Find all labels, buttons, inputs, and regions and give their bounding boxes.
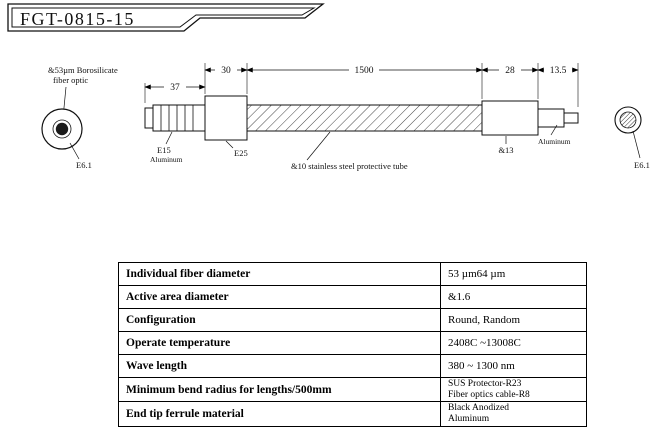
- spec-label: Wave length: [118, 354, 441, 378]
- table-row: Wave length 380 ~ 1300 nm: [118, 354, 587, 378]
- spec-label: Minimum bend radius for lengths/500mm: [118, 376, 441, 403]
- spec-label: End tip ferrule material: [118, 401, 441, 427]
- spec-value-line1: Black Anodized: [448, 403, 509, 414]
- tube-note-label: &10 stainless steel protective tube: [291, 161, 408, 171]
- spec-value: 380 ~ 1300 nm: [440, 354, 587, 378]
- left-end-diameter-label: E6.1: [76, 160, 92, 170]
- dim-30: 30: [221, 66, 231, 76]
- dimensions: 37 30 1500 28 13.5: [144, 64, 579, 93]
- ferrule-diameter-label: E15: [157, 145, 171, 155]
- protective-tube: [246, 104, 483, 132]
- ferrule-material-label: Aluminum: [150, 155, 183, 164]
- right-end-diameter-label: E6.1: [634, 160, 650, 170]
- spec-value: Round, Random: [440, 308, 587, 332]
- table-row: Minimum bend radius for lengths/500mm SU…: [118, 376, 587, 403]
- flange: [204, 95, 248, 141]
- spec-value-line1: SUS Protector-R23: [448, 379, 522, 389]
- spec-label: Operate temperature: [118, 331, 441, 355]
- knurl-lines: [160, 105, 194, 131]
- left-end-view: E6.1: [41, 108, 92, 170]
- title-block: FGT-0815-15: [7, 3, 325, 32]
- spec-label: Individual fiber diameter: [118, 262, 441, 286]
- dim-13-5: 13.5: [550, 66, 567, 76]
- table-row: Active area diameter &1.6: [118, 285, 587, 309]
- cable-assembly: [144, 95, 579, 141]
- fiber-note-line2: fiber optic: [53, 75, 88, 85]
- right-end-view: E6.1: [614, 106, 650, 170]
- table-row: Operate temperature 2408C ~13008C: [118, 331, 587, 355]
- spec-value: SUS Protector-R23 Fiber optics cable-R8: [440, 376, 587, 403]
- spec-value-line2: Fiber optics cable-R8: [448, 389, 530, 400]
- spec-value: 53 µm64 µm: [440, 262, 587, 286]
- dim-28: 28: [505, 66, 515, 76]
- sleeve: [481, 100, 539, 136]
- end-material-label: Aluminum: [538, 137, 571, 146]
- fiber-bundle-end: [619, 111, 637, 129]
- fiber-note-line1: &53µm Borosilicate: [48, 65, 118, 75]
- sleeve-diameter-label: &13: [498, 145, 513, 155]
- spec-value-line2: Aluminum: [448, 413, 490, 424]
- technical-drawing: FGT-0815-15 &53µm Borosilicate fiber opt…: [7, 3, 650, 171]
- end-pin: [563, 112, 579, 124]
- dim-1500: 1500: [355, 66, 374, 76]
- table-row: End tip ferrule material Black Anodized …: [118, 401, 587, 427]
- spec-label: Configuration: [118, 308, 441, 332]
- part-labels: E15 Aluminum E25 &10 stainless steel pro…: [150, 124, 571, 171]
- spec-value: Black Anodized Aluminum: [440, 401, 587, 427]
- spec-label: Active area diameter: [118, 285, 441, 309]
- table-row: Individual fiber diameter 53 µm64 µm: [118, 262, 587, 286]
- connector-body: [152, 104, 206, 132]
- connector-tip: [144, 107, 154, 129]
- end-ferrule: [537, 108, 565, 128]
- spec-table: Individual fiber diameter 53 µm64 µm Act…: [118, 262, 587, 427]
- dim-37: 37: [170, 83, 180, 93]
- spec-value: &1.6: [440, 285, 587, 309]
- table-row: Configuration Round, Random: [118, 308, 587, 332]
- fiber-bundle: [55, 122, 69, 136]
- spec-value: 2408C ~13008C: [440, 331, 587, 355]
- flange-diameter-label: E25: [234, 148, 248, 158]
- model-number: FGT-0815-15: [20, 9, 135, 29]
